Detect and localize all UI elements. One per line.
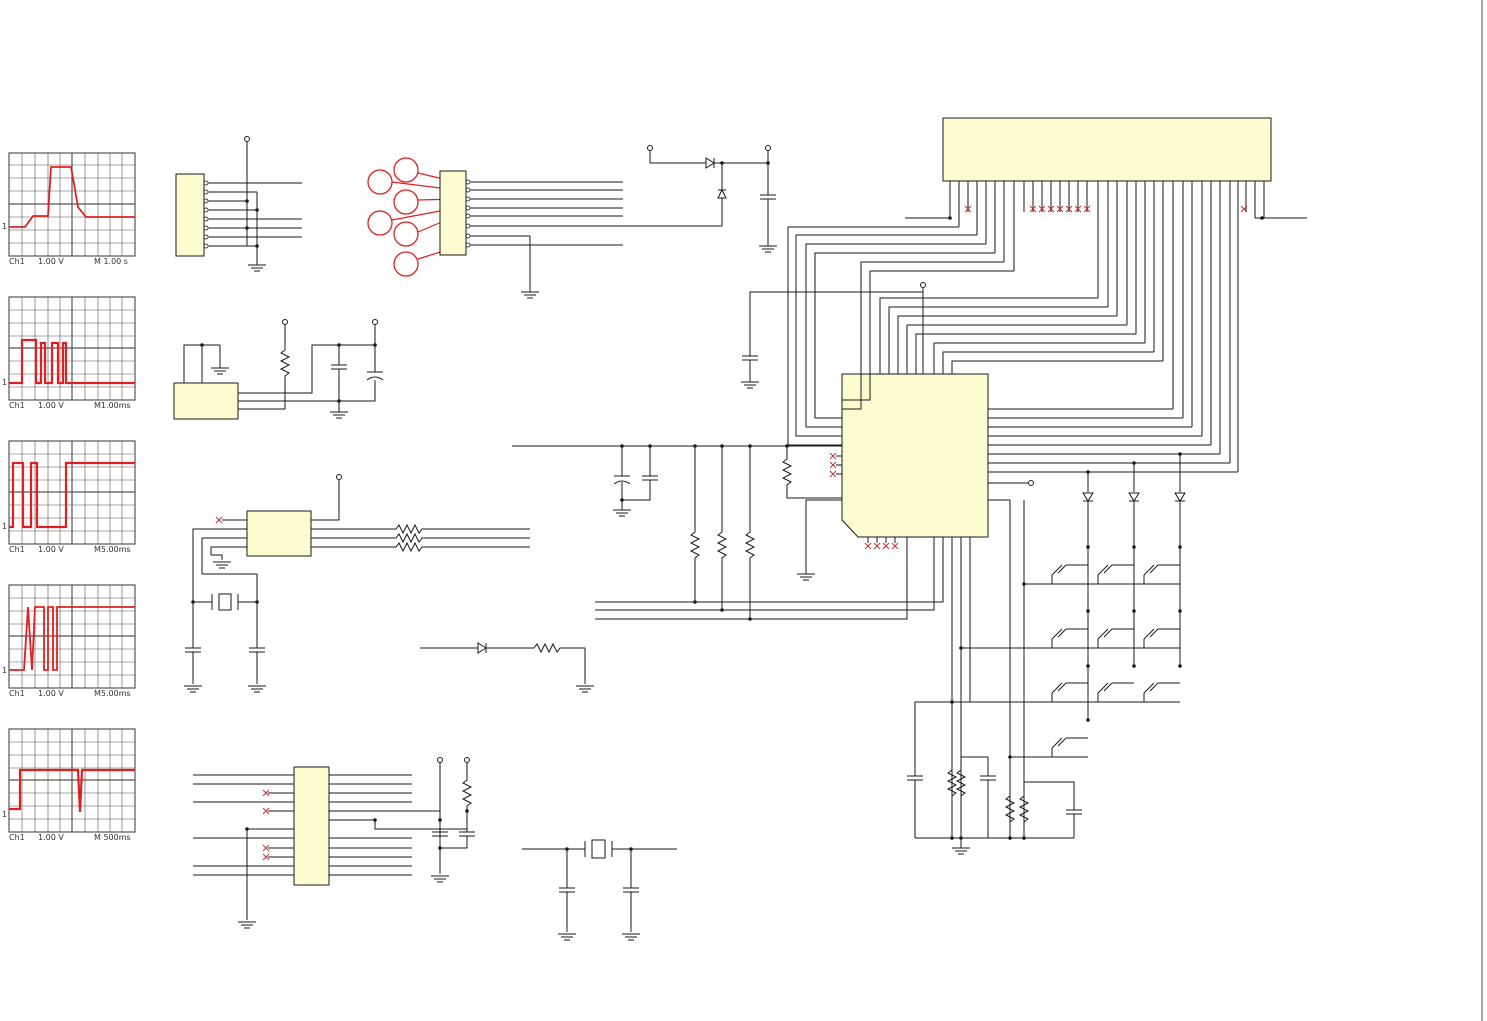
scope5-volts: 1.00 V [38, 833, 64, 842]
scope2-marker: 1 [2, 378, 7, 387]
connector-block-1 [175, 136, 302, 272]
regulator-section [173, 319, 384, 420]
scope1-channel: Ch1 [9, 257, 25, 266]
scope3-volts: 1.00 V [38, 545, 64, 554]
scope1-volts: 1.00 V [38, 257, 64, 266]
scope1-marker: 1 [2, 222, 7, 231]
scope1-time: M 1.00 s [94, 257, 128, 266]
scope5-time: M 500ms [94, 833, 131, 842]
driver-block [183, 474, 530, 693]
scope3-channel: Ch1 [9, 545, 25, 554]
scope-panel-4 [8, 584, 136, 689]
scope3-marker: 1 [2, 522, 7, 531]
scope4-volts: 1.00 V [38, 689, 64, 698]
key-matrix [906, 452, 1186, 855]
power-bus-section [512, 444, 944, 621]
bottom-ic-block [193, 757, 476, 929]
scope-panel-3 [8, 440, 136, 545]
display-module [905, 117, 1307, 472]
scope-panel-2 [8, 296, 136, 401]
scope2-time: M1.00ms [94, 401, 131, 410]
scope3-time: M5.00ms [94, 545, 131, 554]
scope4-time: M5.00ms [94, 689, 131, 698]
scope4-marker: 1 [2, 666, 7, 675]
scope-panel-5 [8, 728, 136, 833]
diode-power-section [647, 145, 778, 253]
scope4-channel: Ch1 [9, 689, 25, 698]
scope2-volts: 1.00 V [38, 401, 64, 410]
scope2-channel: Ch1 [9, 401, 25, 410]
scope5-marker: 1 [2, 810, 7, 819]
scope5-channel: Ch1 [9, 833, 25, 842]
diode-resistor-branch [420, 642, 595, 693]
led-cluster [367, 157, 722, 299]
main-ic [740, 226, 1238, 581]
crystal-oscillator [522, 839, 677, 941]
scope-panel-1 [8, 152, 136, 257]
